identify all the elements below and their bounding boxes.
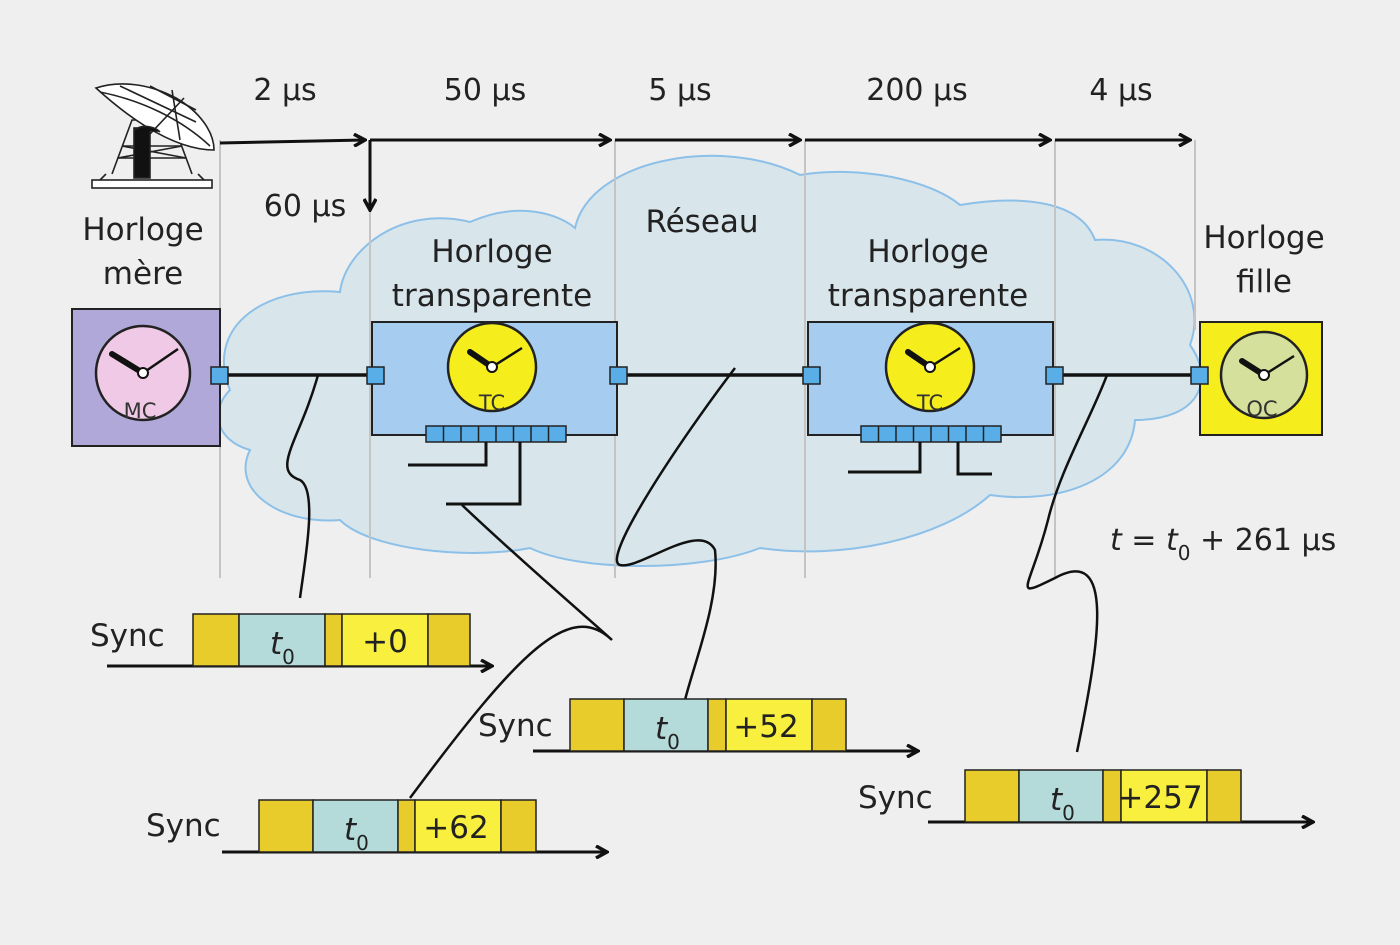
- tc1-port-in: [366, 366, 385, 385]
- sync-message-4: Sync t0 +257: [858, 769, 1312, 825]
- connectors: [286, 367, 1109, 799]
- tc1-code: TC: [478, 391, 505, 415]
- sync-label-2: Sync: [146, 808, 221, 844]
- delay-label-5: 4 µs: [1089, 73, 1152, 108]
- sync-timestamp-1: t0: [270, 626, 295, 669]
- master-clock: MC: [71, 308, 229, 447]
- master-title-1: Horloge: [82, 212, 203, 248]
- tc2-code: TC: [916, 391, 943, 415]
- master-port: [210, 366, 229, 385]
- tc2-port-out: [1045, 366, 1064, 385]
- sync-label-1: Sync: [90, 618, 165, 654]
- delay-label-1: 2 µs: [253, 73, 316, 108]
- sync-timestamp-4: t0: [1050, 782, 1075, 825]
- tc1-title-1: Horloge: [431, 234, 552, 270]
- connector-1: [286, 374, 320, 599]
- tc2-port-in: [802, 366, 821, 385]
- slave-title-2: fille: [1236, 264, 1292, 300]
- total-time: t = t0 + 261 µs: [1110, 523, 1336, 565]
- transparent-clock-1: TC: [366, 321, 628, 506]
- network-cloud: [217, 154, 1203, 567]
- sync-message-2: Sync t0 +62: [146, 799, 606, 855]
- transparent-clock-2: TC: [802, 321, 1064, 476]
- master-code: MC: [124, 399, 157, 423]
- delay-label-down: 60 µs: [264, 189, 346, 224]
- connector-3: [615, 367, 736, 701]
- slave-code: OC: [1246, 397, 1277, 421]
- network-label: Réseau: [645, 204, 758, 240]
- sync-correction-3: +52: [733, 709, 798, 745]
- connector-4: [1026, 374, 1109, 753]
- slave-title-1: Horloge: [1203, 220, 1324, 256]
- timeline: [219, 140, 1189, 209]
- sync-message-3: Sync t0 +52: [478, 698, 917, 754]
- timeline-arrow-1: [219, 140, 364, 143]
- sync-message-1: Sync t0 +0: [90, 613, 491, 669]
- sync-timestamp-2: t0: [344, 812, 369, 855]
- tc1-title-2: transparente: [392, 278, 592, 314]
- tc2-title-2: transparente: [828, 278, 1028, 314]
- tc2-title-1: Horloge: [867, 234, 988, 270]
- sync-correction-1: +0: [362, 624, 408, 660]
- slave-clock: OC: [1190, 321, 1323, 436]
- delay-label-2: 50 µs: [444, 73, 526, 108]
- tc1-port-out: [609, 366, 628, 385]
- master-title-2: mère: [103, 256, 183, 292]
- sync-correction-2: +62: [423, 810, 488, 846]
- sync-label-3: Sync: [478, 708, 553, 744]
- sync-correction-4: +257: [1117, 780, 1202, 816]
- connector-2: [408, 504, 613, 799]
- sync-label-4: Sync: [858, 780, 933, 816]
- delay-label-3: 5 µs: [648, 73, 711, 108]
- sync-timestamp-3: t0: [655, 711, 680, 754]
- delay-label-4: 200 µs: [866, 73, 968, 108]
- slave-port: [1190, 366, 1209, 385]
- satellite-dish-icon: [91, 83, 215, 189]
